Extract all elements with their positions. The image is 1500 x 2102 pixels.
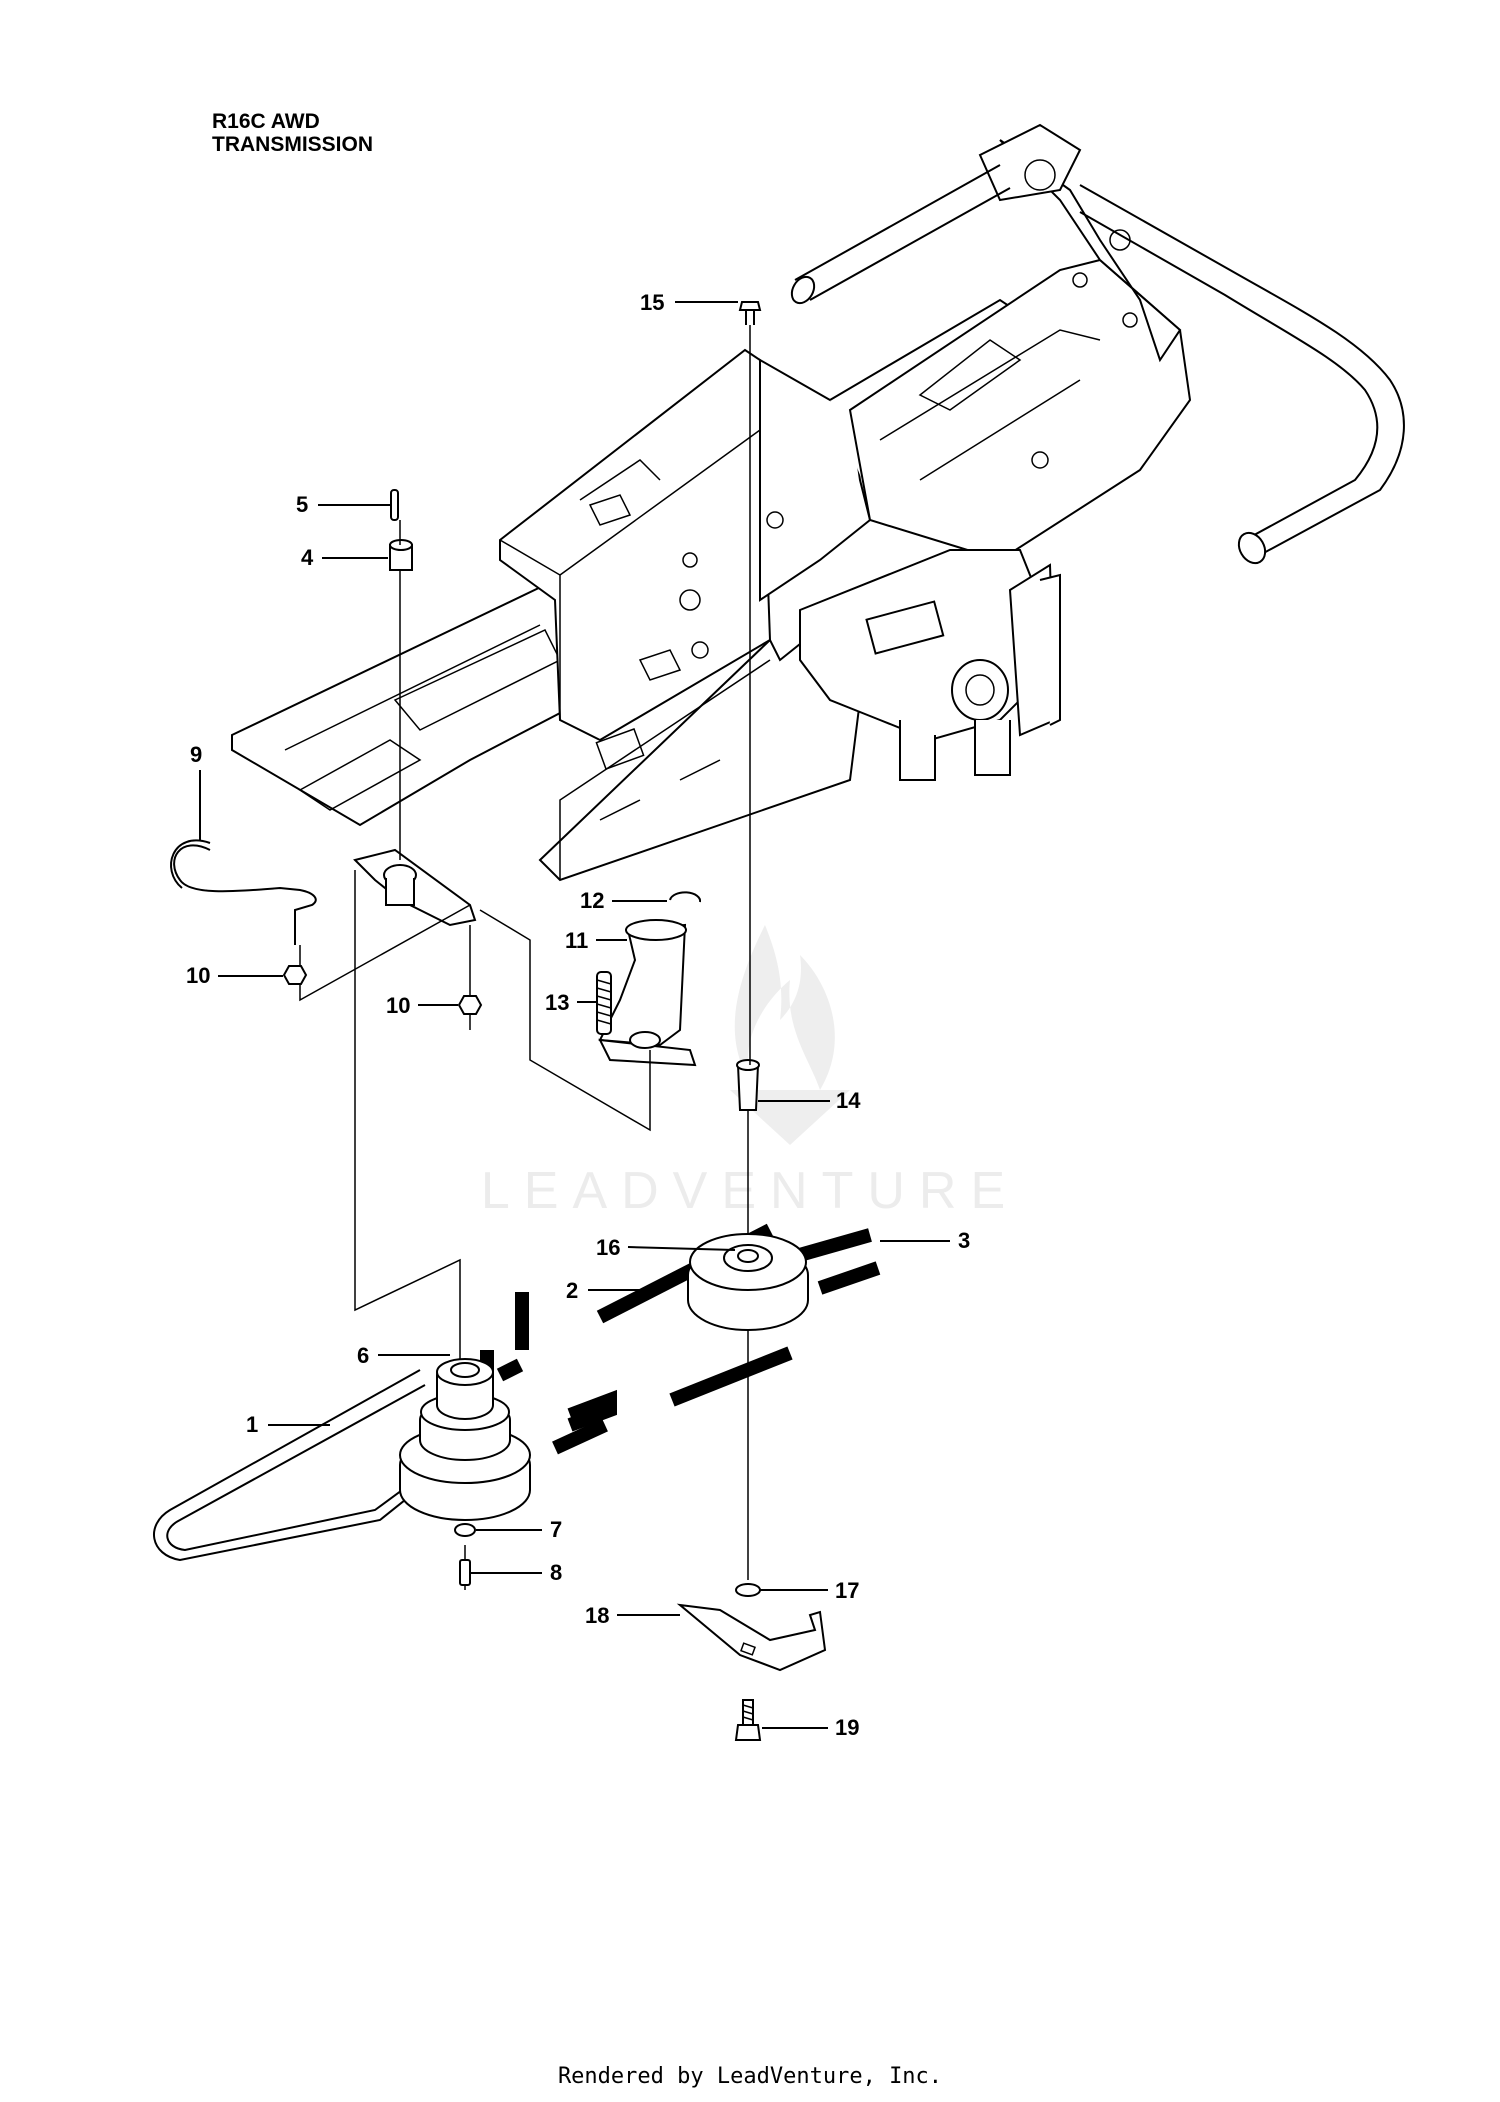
part-5-pin: [390, 489, 399, 521]
callout-7: 7: [550, 1517, 562, 1542]
diagram-title: R16C AWD TRANSMISSION: [212, 110, 373, 156]
part-17-washer: [735, 1583, 761, 1597]
part-19-bolt: [734, 1699, 762, 1741]
part-1-v-belt: [153, 1369, 481, 1562]
callout-13: 13: [545, 990, 569, 1015]
callout-17: 17: [835, 1578, 859, 1603]
part-13-spring: [596, 971, 612, 1035]
part-11-idler-arm: [598, 919, 697, 1067]
callouts: 15 5 4 9 10 10 12 11 13 14 16 3: [186, 290, 970, 1740]
callout-19: 19: [835, 1715, 859, 1740]
callout-8: 8: [550, 1560, 562, 1585]
footer-credit: Rendered by LeadVenture, Inc.: [557, 2064, 943, 2089]
callout-9: 9: [190, 742, 202, 767]
section-name: TRANSMISSION: [212, 133, 374, 156]
callout-18: 18: [585, 1603, 609, 1628]
callout-10-center: 10: [386, 993, 410, 1018]
part-9-rod: [173, 844, 317, 945]
frame-rear-box: [999, 139, 1182, 363]
callout-10-left: 10: [186, 963, 210, 988]
callout-4: 4: [301, 545, 314, 570]
callout-1: 1: [246, 1412, 258, 1437]
part-4-bushing: [389, 539, 413, 571]
callout-12: 12: [580, 888, 604, 913]
watermark: LEADVENTURE: [481, 925, 1019, 1220]
callout-11: 11: [565, 928, 588, 953]
rear-tube-handle: [790, 164, 1405, 565]
assembly-lines: [299, 325, 751, 1590]
callout-14: 14: [836, 1088, 861, 1113]
part-10-nut-center: [457, 995, 483, 1015]
watermark-text: LEADVENTURE: [481, 1162, 1019, 1220]
chassis-frame: [231, 123, 1192, 882]
part-6-engine-pulley: [399, 1358, 531, 1521]
part-14-sleeve: [736, 1059, 760, 1111]
part-2-3-drive-belt: [480, 1223, 881, 1455]
frame-rear-upper: [848, 258, 1192, 562]
part-16-idler-pulley: [687, 1233, 809, 1331]
flame-logo-icon: [730, 925, 850, 1145]
part-15-bolt: [738, 301, 762, 325]
part-10-nut-left: [282, 965, 308, 985]
model-name: R16C AWD: [212, 110, 320, 133]
callout-6: 6: [357, 1343, 369, 1368]
callout-16: 16: [596, 1235, 620, 1260]
callout-2: 2: [566, 1278, 578, 1303]
part-18-belt-guide: [676, 1603, 827, 1672]
callout-3: 3: [958, 1228, 970, 1253]
part-8-screw: [459, 1559, 471, 1586]
idler-bracket: [353, 848, 477, 927]
step-plate: [231, 583, 587, 827]
part-7-washer: [454, 1523, 476, 1537]
callout-15: 15: [640, 290, 664, 315]
part-12-retaining-ring: [669, 891, 702, 903]
callout-5: 5: [296, 492, 308, 517]
